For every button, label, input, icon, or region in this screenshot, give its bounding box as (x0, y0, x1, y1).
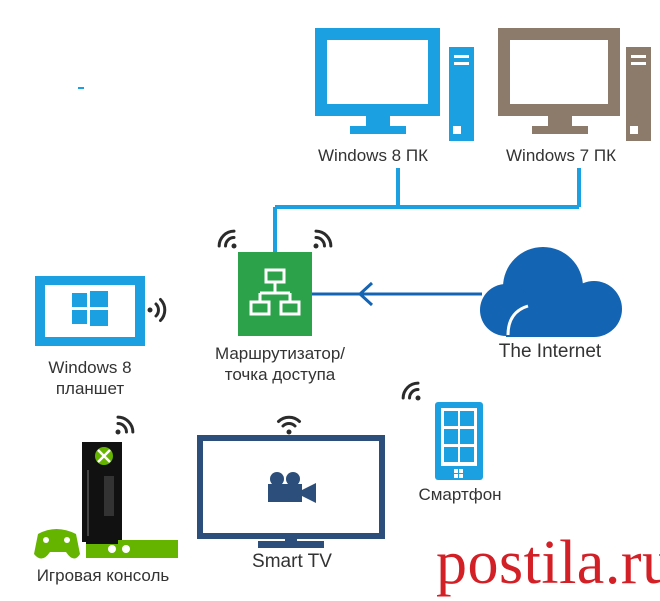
label-router-line2: точка доступа (224, 365, 336, 384)
stray-mark (78, 87, 84, 89)
arrow-left-icon (357, 281, 374, 307)
label-console: Игровая консоль (36, 566, 170, 585)
tv-wifi-icon (277, 415, 301, 435)
watermark: postila.ru (436, 529, 660, 597)
label-smartphone: Смартфон (418, 485, 502, 504)
video-camera-icon (268, 472, 316, 503)
windows8-pc-icon (315, 28, 474, 141)
cloud-outline (506, 304, 529, 336)
game-console-icon (82, 442, 178, 558)
smart-tv-icon (197, 435, 385, 548)
label-win7-pc: Windows 7 ПК (506, 146, 616, 165)
windows8-tablet-icon (35, 276, 145, 346)
router-icon (238, 252, 312, 336)
cloud-icon (480, 247, 622, 337)
windows7-pc-icon (498, 28, 651, 141)
label-internet: The Internet (498, 341, 602, 362)
smartphone-wifi-icon (401, 381, 421, 401)
label-tablet-line2: планшет (55, 379, 125, 398)
label-router-line1: Маршрутизатор/ (214, 344, 346, 363)
wired-connections (273, 168, 581, 252)
label-smart-tv: Smart TV (252, 551, 332, 572)
smartphone-icon (435, 402, 483, 480)
router-wifi-left-icon (217, 229, 237, 249)
label-tablet-line1: Windows 8 (48, 358, 132, 377)
router-wifi-right-icon (313, 229, 333, 249)
console-wifi-icon (115, 415, 135, 435)
label-win8-pc: Windows 8 ПК (318, 146, 428, 165)
tablet-wifi-icon (147, 298, 167, 322)
gamepad-icon (34, 529, 80, 559)
